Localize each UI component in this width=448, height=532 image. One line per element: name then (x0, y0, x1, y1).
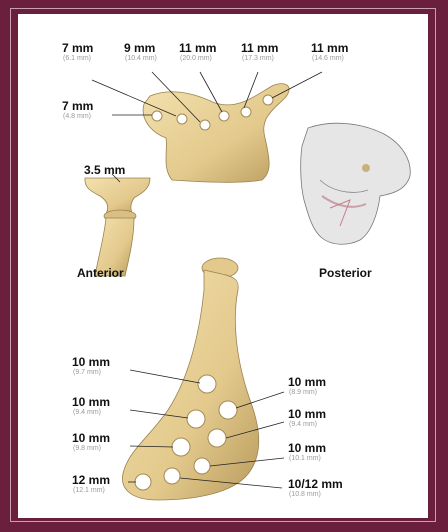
hole (263, 95, 273, 105)
hole (200, 120, 210, 130)
label-hole-2: 9 mm(10.4 mm) (124, 42, 157, 63)
label-lower-right-2: 10 mm(9.4 mm) (288, 408, 326, 429)
label-anterior-thickness: 3.5 mm (84, 164, 125, 177)
label-hole-4: 11 mm(17.3 mm) (241, 42, 278, 63)
label-lower-left-2: 10 mm(9.4 mm) (72, 396, 110, 417)
hole (177, 114, 187, 124)
label-hole-6: 7 mm(4.8 mm) (62, 100, 93, 121)
hole (219, 111, 229, 121)
posterior-label: Posterior (319, 266, 372, 280)
label-hole-5: 11 mm(14.6 mm) (311, 42, 348, 63)
lower-plate (122, 258, 258, 500)
anterior-piece (85, 178, 150, 276)
label-lower-left-4: 12 mm(12.1 mm) (72, 474, 110, 495)
label-lower-right-4: 10/12 mm(10.8 mm) (288, 478, 343, 499)
hole (241, 107, 251, 117)
anterior-label: Anterior (77, 266, 124, 280)
label-lower-right-1: 10 mm(8.9 mm) (288, 376, 326, 397)
upper-plate (143, 84, 289, 183)
label-hole-1: 7 mm(6.1 mm) (62, 42, 93, 63)
label-lower-left-1: 10 mm(9.7 mm) (72, 356, 110, 377)
label-lower-left-3: 10 mm(9.8 mm) (72, 432, 110, 453)
hole (152, 111, 162, 121)
label-lower-right-3: 10 mm(10.1 mm) (288, 442, 326, 463)
skull-illustration (301, 123, 411, 244)
label-hole-3: 11 mm(20.0 mm) (179, 42, 216, 63)
